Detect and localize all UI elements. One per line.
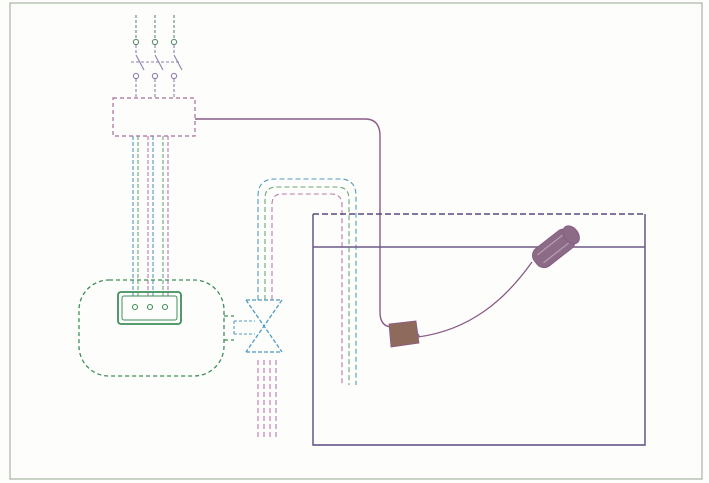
discharge-pipe (257, 178, 357, 385)
motor (78, 279, 234, 377)
motor-housing (78, 279, 225, 377)
circuit-breaker (131, 45, 183, 98)
suction-pipe (257, 360, 277, 438)
float-switch (532, 225, 580, 269)
control-box (112, 97, 196, 137)
water-tank (312, 213, 646, 446)
sensor-cable (195, 118, 392, 328)
level-sensor (388, 320, 421, 348)
power-supply-terminals (132, 15, 178, 46)
motor-feed-wires (132, 136, 169, 296)
motor-terminal-inner (121, 295, 178, 321)
outer-frame (9, 2, 703, 480)
motor-terminal-block (117, 291, 182, 325)
float-switch-cable (417, 261, 533, 338)
motor-shaft (233, 320, 255, 335)
pump-valve (245, 299, 283, 353)
motor-terminal-connectors (131, 303, 169, 311)
